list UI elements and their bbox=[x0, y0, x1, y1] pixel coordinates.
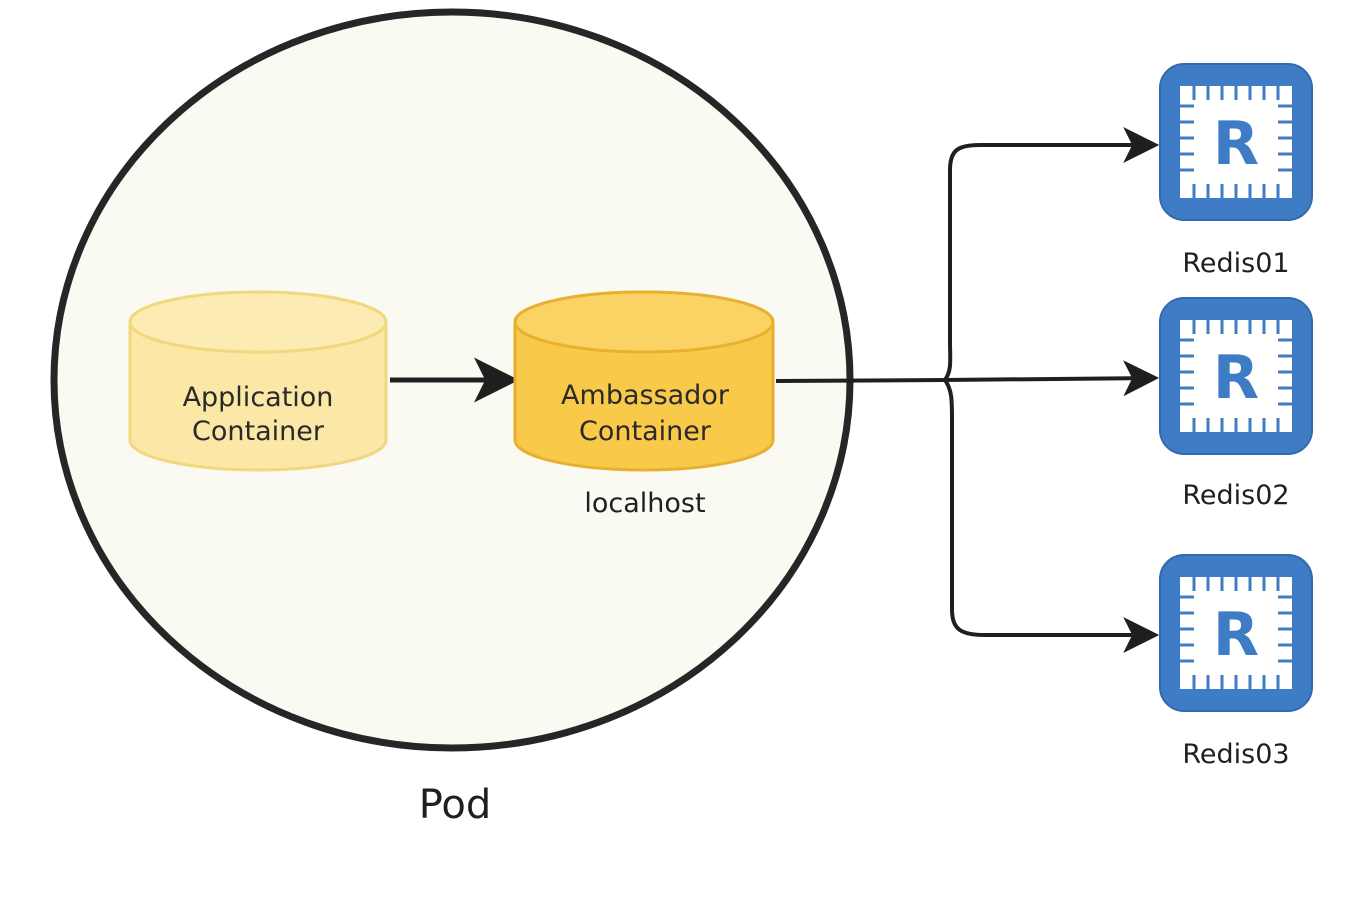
redis01-chip-pins bbox=[1180, 86, 1292, 198]
ambassador-container-body bbox=[513, 322, 775, 472]
ambassador-container-top bbox=[513, 290, 775, 354]
redis-node-2: R Redis02 bbox=[1159, 297, 1313, 511]
application-container-body bbox=[128, 322, 388, 472]
application-container-label-line1: Application bbox=[183, 382, 334, 413]
connector-to-redis02 bbox=[944, 360, 1160, 397]
ambassador-container: Ambassador Container localhost bbox=[513, 290, 775, 519]
redis03-chip-core bbox=[1180, 577, 1292, 689]
redis02-label: Redis02 bbox=[1182, 480, 1289, 511]
application-container-label-line2: Container bbox=[192, 416, 325, 447]
redis02-letter: R bbox=[1213, 343, 1259, 413]
pod-label: Pod bbox=[419, 782, 492, 828]
ambassador-container-label-line2: Container bbox=[579, 416, 712, 447]
redis-node-3: R Redis03 bbox=[1159, 554, 1313, 770]
redis03-label: Redis03 bbox=[1182, 739, 1289, 770]
redis03-letter: R bbox=[1213, 600, 1259, 670]
redis-connectors bbox=[775, 127, 1160, 653]
ambassador-container-label-line1: Ambassador bbox=[561, 380, 730, 411]
redis02-chip-pins bbox=[1180, 320, 1292, 432]
redis01-chip-core bbox=[1180, 86, 1292, 198]
application-container-top bbox=[128, 290, 388, 354]
connector-trunk bbox=[775, 378, 946, 383]
connector-to-redis01 bbox=[943, 127, 1160, 382]
redis01-label: Redis01 bbox=[1182, 248, 1289, 279]
redis03-chip-pins bbox=[1180, 577, 1292, 689]
redis-node-1: R Redis01 bbox=[1159, 63, 1313, 279]
redis02-chip-core bbox=[1180, 320, 1292, 432]
application-container: Application Container bbox=[128, 290, 388, 472]
connector-to-redis03 bbox=[943, 378, 1160, 653]
ambassador-sublabel-localhost: localhost bbox=[584, 488, 705, 519]
redis01-letter: R bbox=[1213, 109, 1259, 179]
